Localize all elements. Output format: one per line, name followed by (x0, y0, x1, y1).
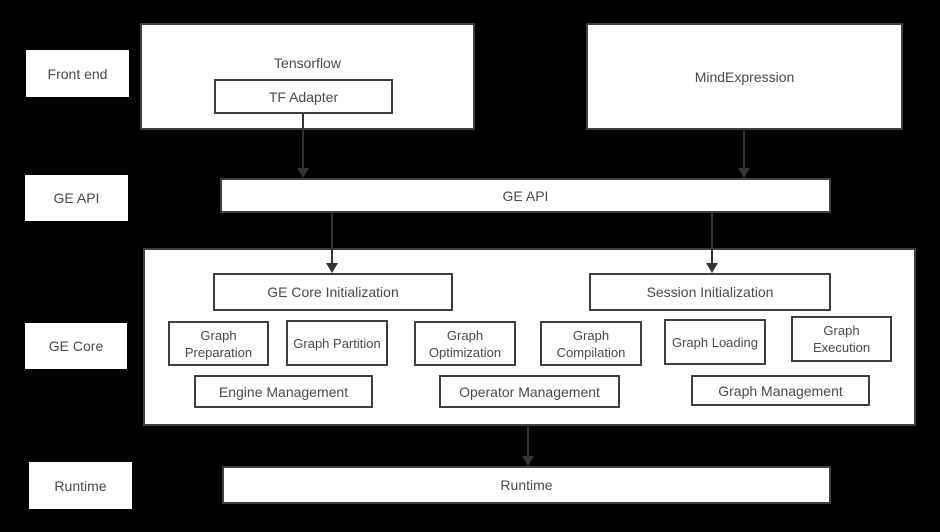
runtime-bar-label: Runtime (500, 477, 553, 493)
graph-preparation-box: Graph Preparation (168, 321, 269, 366)
graph-loading-label: Graph Loading (671, 334, 758, 350)
layer-label-ge-core: GE Core (25, 323, 127, 369)
graph-loading-box: Graph Loading (664, 319, 766, 365)
operator-management-label: Operator Management (459, 383, 600, 400)
ge-api-bar-label: GE API (502, 187, 549, 204)
graph-management-label: Graph Management (718, 382, 843, 399)
layer-label-text: Front end (47, 65, 108, 82)
tensorflow-box: Tensorflow TF Adapter (140, 23, 475, 130)
tf-adapter-label: TF Adapter (268, 88, 339, 105)
graph-execution-box: Graph Execution (791, 316, 892, 362)
tensorflow-label: Tensorflow (274, 55, 341, 71)
ge-core-container: GE Core Initialization Session Initializ… (143, 248, 916, 426)
layer-label-runtime: Runtime (29, 462, 132, 509)
arrow-down-icon (522, 426, 534, 466)
mindexpression-box: MindExpression (586, 23, 903, 130)
ge-core-initialization-box: GE Core Initialization (213, 273, 453, 311)
graph-management-box: Graph Management (691, 375, 870, 406)
graph-preparation-label: Graph Preparation (184, 327, 253, 360)
layer-label-text: Runtime (54, 477, 107, 494)
arrow-down-icon (738, 130, 750, 178)
runtime-bar: Runtime (222, 466, 831, 504)
layer-label-ge-api: GE API (25, 175, 128, 221)
session-initialization-label: Session Initialization (646, 284, 774, 300)
engine-management-box: Engine Management (194, 375, 373, 408)
layer-label-front-end: Front end (26, 50, 129, 97)
arrow-down-icon (706, 213, 718, 273)
operator-management-box: Operator Management (439, 375, 620, 408)
arrow-down-icon (326, 213, 338, 273)
layer-label-text: GE API (53, 190, 100, 206)
engine-management-label: Engine Management (218, 383, 349, 400)
layer-label-text: GE Core (48, 338, 104, 354)
tf-adapter-box: TF Adapter (214, 79, 393, 114)
mindexpression-label: MindExpression (694, 68, 795, 85)
ge-api-bar: GE API (220, 178, 831, 213)
graph-partition-label: Graph Partition (293, 335, 381, 351)
graph-execution-label: Graph Execution (812, 323, 871, 355)
graph-optimization-label: Graph Optimization (428, 327, 502, 360)
graph-partition-box: Graph Partition (286, 320, 388, 366)
graph-compilation-label: Graph Compilation (556, 327, 626, 360)
arrow-down-icon (297, 114, 309, 178)
graph-optimization-box: Graph Optimization (414, 321, 516, 366)
ge-core-initialization-label: GE Core Initialization (267, 284, 399, 300)
session-initialization-box: Session Initialization (589, 273, 831, 311)
graph-compilation-box: Graph Compilation (540, 321, 642, 366)
